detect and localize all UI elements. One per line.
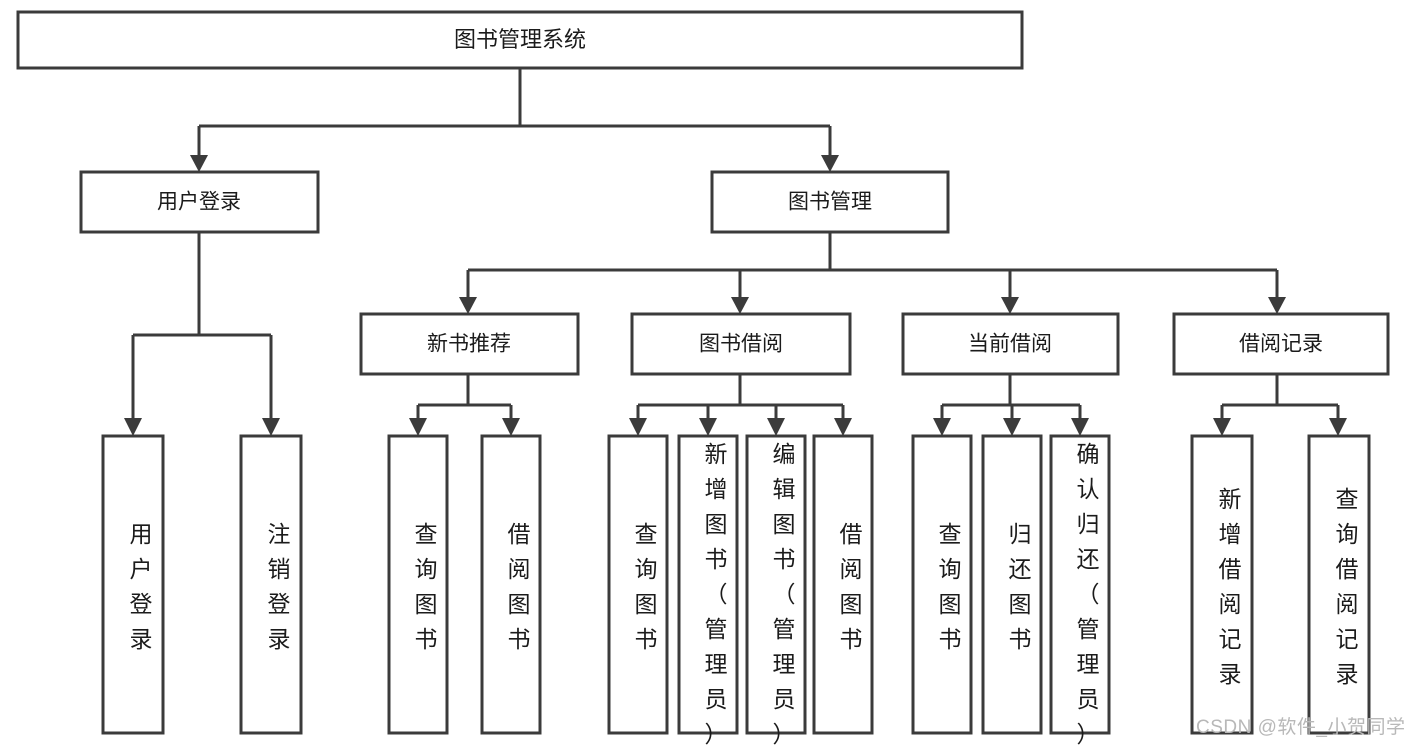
arrow-head-leaf-borrow-book-2 — [834, 418, 852, 436]
node-user-login-label: 用户登录 — [157, 191, 241, 214]
node-leaf-borrow-book-1-label: 借阅图书 — [508, 521, 531, 652]
node-root-label: 图书管理系统 — [454, 27, 586, 52]
arrow-head-leaf-confirm-return — [1071, 418, 1089, 436]
arrow-head-leaf-edit-book — [767, 418, 785, 436]
node-borrow-record[interactable]: 借阅记录 — [1172, 312, 1390, 376]
node-root[interactable]: 图书管理系统 — [16, 10, 1024, 70]
node-current-borrow[interactable]: 当前借阅 — [901, 312, 1120, 376]
node-leaf-add-record-box[interactable] — [1190, 434, 1254, 735]
node-leaf-borrow-book-1[interactable]: 借阅图书 — [480, 434, 542, 735]
watermark-label: CSDN @软件_小贺同学 — [1196, 716, 1405, 738]
node-leaf-edit-book[interactable]: 编辑图书（管理员） — [745, 434, 807, 747]
arrow-head-borrow-record — [1268, 297, 1286, 314]
node-leaf-query-record-box[interactable] — [1307, 434, 1371, 735]
node-leaf-query-book-3-label: 查询图书 — [939, 521, 962, 652]
node-leaf-borrow-book-1-box[interactable] — [480, 434, 542, 735]
node-leaf-edit-book-box[interactable] — [745, 434, 807, 735]
arrow-head-user-login — [190, 155, 208, 172]
arrow-head-leaf-return-book — [1003, 418, 1021, 436]
node-leaf-user-logout-box[interactable] — [239, 434, 303, 735]
arrow-head-leaf-user-login — [124, 418, 142, 436]
node-leaf-query-record-label: 查询借阅记录 — [1336, 486, 1359, 687]
node-leaf-query-book-2-label: 查询图书 — [635, 521, 658, 652]
node-book-borrow-label: 图书借阅 — [699, 333, 783, 356]
arrow-head-book-management — [821, 155, 839, 172]
node-leaf-user-login-label: 用户登录 — [130, 521, 153, 652]
node-leaf-query-book-1-box[interactable] — [387, 434, 449, 735]
node-leaf-confirm-return-box[interactable] — [1049, 434, 1111, 735]
node-leaf-query-record[interactable]: 查询借阅记录 — [1307, 434, 1371, 735]
node-leaf-user-logout[interactable]: 注销登录 — [239, 434, 303, 735]
node-borrow-record-box[interactable] — [1172, 312, 1390, 376]
node-leaf-query-book-3[interactable]: 查询图书 — [911, 434, 973, 735]
node-current-borrow-box[interactable] — [901, 312, 1120, 376]
node-book-borrow-box[interactable] — [630, 312, 852, 376]
node-leaf-add-record[interactable]: 新增借阅记录 — [1190, 434, 1254, 735]
node-leaf-return-book-label: 归还图书 — [1009, 521, 1032, 652]
connector-layer — [124, 68, 1347, 436]
node-leaf-add-book-label: 新增图书（管理员） — [705, 441, 728, 747]
node-leaf-edit-book-label: 编辑图书（管理员） — [773, 441, 796, 747]
node-leaf-return-book-box[interactable] — [981, 434, 1043, 735]
node-book-borrow[interactable]: 图书借阅 — [630, 312, 852, 376]
arrow-head-leaf-query-book-2 — [629, 418, 647, 436]
node-leaf-borrow-book-2[interactable]: 借阅图书 — [812, 434, 874, 735]
node-leaf-user-login[interactable]: 用户登录 — [101, 434, 165, 735]
arrow-head-leaf-query-book-3 — [933, 418, 951, 436]
node-leaf-add-record-label: 新增借阅记录 — [1219, 486, 1242, 687]
node-book-management-box[interactable] — [710, 170, 950, 234]
node-user-login[interactable]: 用户登录 — [79, 170, 320, 234]
node-leaf-query-book-1[interactable]: 查询图书 — [387, 434, 449, 735]
arrow-head-new-book-recommend — [459, 297, 477, 314]
node-leaf-add-book-box[interactable] — [677, 434, 739, 735]
node-book-management[interactable]: 图书管理 — [710, 170, 950, 234]
arrow-head-current-borrow — [1001, 297, 1019, 314]
node-new-book-recommend-box[interactable] — [359, 312, 580, 376]
arrow-head-leaf-user-logout — [262, 418, 280, 436]
node-leaf-borrow-book-2-box[interactable] — [812, 434, 874, 735]
node-leaf-borrow-book-2-label: 借阅图书 — [840, 521, 863, 652]
node-leaf-add-book[interactable]: 新增图书（管理员） — [677, 434, 739, 747]
arrow-head-book-borrow — [731, 297, 749, 314]
node-leaf-confirm-return-label: 确认归还（管理员） — [1077, 441, 1100, 747]
node-current-borrow-label: 当前借阅 — [968, 333, 1052, 356]
arrow-head-leaf-borrow-book-1 — [502, 418, 520, 436]
node-leaf-query-book-3-box[interactable] — [911, 434, 973, 735]
arrow-head-leaf-query-book-1 — [409, 418, 427, 436]
arrow-head-leaf-add-record — [1213, 418, 1231, 436]
node-leaf-query-book-1-label: 查询图书 — [415, 521, 438, 652]
node-leaf-query-book-2-box[interactable] — [607, 434, 669, 735]
node-user-login-box[interactable] — [79, 170, 320, 234]
node-leaf-confirm-return[interactable]: 确认归还（管理员） — [1049, 434, 1111, 747]
node-new-book-recommend[interactable]: 新书推荐 — [359, 312, 580, 376]
node-leaf-user-logout-label: 注销登录 — [268, 521, 291, 652]
node-book-management-label: 图书管理 — [788, 191, 872, 214]
arrow-head-leaf-query-record — [1329, 418, 1347, 436]
node-root-box[interactable] — [16, 10, 1024, 70]
node-leaf-user-login-box[interactable] — [101, 434, 165, 735]
node-leaf-return-book[interactable]: 归还图书 — [981, 434, 1043, 735]
node-borrow-record-label: 借阅记录 — [1239, 333, 1323, 356]
node-new-book-recommend-label: 新书推荐 — [427, 333, 511, 356]
node-leaf-query-book-2[interactable]: 查询图书 — [607, 434, 669, 735]
arrow-head-leaf-add-book — [699, 418, 717, 436]
